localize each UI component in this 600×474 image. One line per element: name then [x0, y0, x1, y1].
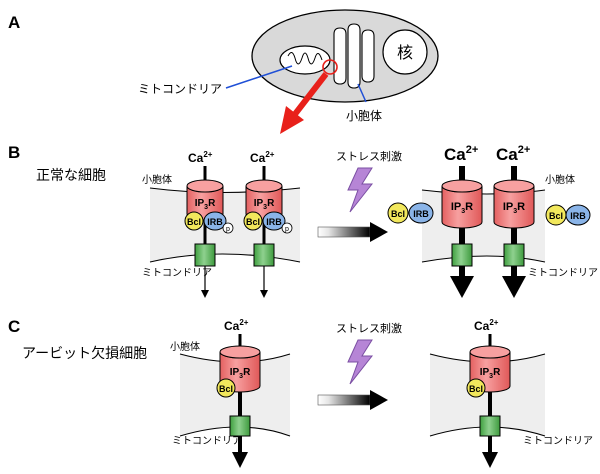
bcl-protein — [243, 211, 263, 231]
irb-protein — [565, 204, 591, 226]
irb-label: IRB — [570, 211, 586, 221]
panel-c-title: アービット欠損細胞 — [22, 346, 147, 362]
er-shape — [333, 23, 375, 89]
channel-b1: Ca2+ IP3R Bcl IRB p — [184, 150, 234, 298]
transition-arrow-b-shaft — [317, 226, 371, 238]
mito-label-b-left: ミトコンドリア — [142, 268, 212, 279]
ca-flow-arrowhead — [260, 290, 268, 298]
mito-channel — [503, 243, 525, 267]
bcl-label: Bcl — [549, 211, 563, 221]
phospho-label: p — [226, 226, 230, 233]
nucleus-label: 核 — [397, 43, 413, 62]
transition-arrow-c-head — [370, 390, 388, 410]
red-arrow-shaft — [289, 72, 329, 120]
bcl-protein — [216, 378, 236, 398]
mito-channel — [479, 415, 501, 437]
ip3r-label: IP3R — [254, 198, 275, 211]
bcl-label: Bcl — [469, 384, 483, 394]
ip3r-label: IP3R — [230, 367, 251, 380]
mito-channel — [451, 243, 473, 267]
contact-site-marker — [322, 59, 338, 75]
channel-b4: Ca2+ IP3R — [493, 144, 535, 298]
irb-label: IRB — [266, 217, 282, 227]
bcl-protein — [387, 202, 409, 224]
channel-c1: Ca2+ IP3R Bcl — [216, 318, 261, 468]
ca-label: Ca2+ — [250, 150, 275, 165]
mito-channel — [253, 243, 275, 267]
mito-channel — [229, 415, 251, 437]
stress-label-c: ストレス刺激 — [336, 321, 402, 335]
ip3r-top — [441, 179, 483, 193]
phospho-marker — [281, 222, 293, 234]
ip3r-top — [493, 179, 535, 193]
bcl-label: Bcl — [391, 209, 405, 219]
ip3r-label: IP3R — [503, 201, 525, 215]
membrane-left-b-bottom — [149, 253, 301, 263]
ip3r-top — [219, 345, 261, 359]
bcl-protein — [184, 211, 204, 231]
lightning-icon — [347, 339, 374, 385]
transition-arrow-b-head — [370, 222, 388, 242]
ca-label: Ca2+ — [224, 318, 249, 333]
channel-c2: Ca2+ IP3R Bcl — [466, 318, 511, 468]
ip3r-top — [245, 179, 283, 193]
bcl-label: Bcl — [246, 217, 260, 227]
ca-flow-arrowhead — [502, 276, 526, 298]
ip3r-top — [469, 345, 511, 359]
mitochondrion-shape — [279, 45, 331, 75]
mito-label-b-right: ミトコンドリア — [528, 268, 598, 279]
bcl-protein — [466, 378, 486, 398]
irb-label: IRB — [413, 209, 429, 219]
phospho-marker — [222, 222, 234, 234]
phospho-label: p — [285, 226, 289, 233]
irb-protein — [408, 202, 434, 224]
er-label-c-left: 小胞体 — [170, 341, 200, 353]
red-arrow-head — [280, 106, 304, 134]
ip3r-label: IP3R — [195, 198, 216, 211]
mitochondria-label: ミトコンドリア — [138, 82, 222, 96]
mitochondrion-cristae — [287, 52, 323, 65]
er-label: 小胞体 — [346, 109, 382, 123]
ca-flow-arrowhead — [232, 452, 248, 468]
mito-leader-line — [225, 65, 293, 89]
irb-protein — [262, 211, 286, 231]
ca-label: Ca2+ — [188, 150, 213, 165]
detached-bcl-irb-right: Bcl IRB — [545, 204, 591, 226]
detached-bcl-irb-left: Bcl IRB — [387, 202, 434, 224]
panel-c-letter: C — [8, 317, 20, 336]
ip3r-top — [186, 179, 224, 193]
ip3r-label: IP3R — [480, 367, 501, 380]
membrane-left-c — [180, 354, 290, 436]
channel-b3: Ca2+ IP3R — [441, 144, 483, 298]
channel-b2: Ca2+ IP3R Bcl IRB p — [243, 150, 293, 298]
mito-label-c-left: ミトコンドリア — [172, 436, 242, 447]
nucleus — [382, 29, 428, 75]
ip3r-label: IP3R — [451, 201, 473, 215]
stress-label-b: ストレス刺激 — [336, 149, 402, 163]
membrane-right-c — [430, 354, 545, 436]
membrane-right-b-bottom — [421, 255, 546, 263]
mito-label-c-right: ミトコンドリア — [523, 436, 593, 447]
bcl-label: Bcl — [187, 217, 201, 227]
er-leader-line — [357, 83, 367, 103]
er-label-b-right: 小胞体 — [545, 174, 575, 186]
ca-label: Ca2+ — [496, 144, 530, 164]
panel-a-letter: A — [8, 13, 20, 32]
lightning-icon — [347, 167, 374, 213]
bcl-label: Bcl — [219, 384, 233, 394]
er-label-b-left: 小胞体 — [142, 174, 172, 186]
transition-arrow-c-shaft — [317, 394, 371, 406]
ca-flow-arrowhead — [450, 276, 474, 298]
mito-channel — [194, 243, 216, 267]
ca-flow-arrowhead — [482, 452, 498, 468]
irb-label: IRB — [207, 217, 223, 227]
panel-b-letter: B — [8, 143, 20, 162]
irb-protein — [203, 211, 227, 231]
ca-flow-arrowhead — [201, 290, 209, 298]
ca-label: Ca2+ — [474, 318, 499, 333]
panel-b-title: 正常な細胞 — [36, 168, 106, 184]
ca-label: Ca2+ — [444, 144, 478, 164]
